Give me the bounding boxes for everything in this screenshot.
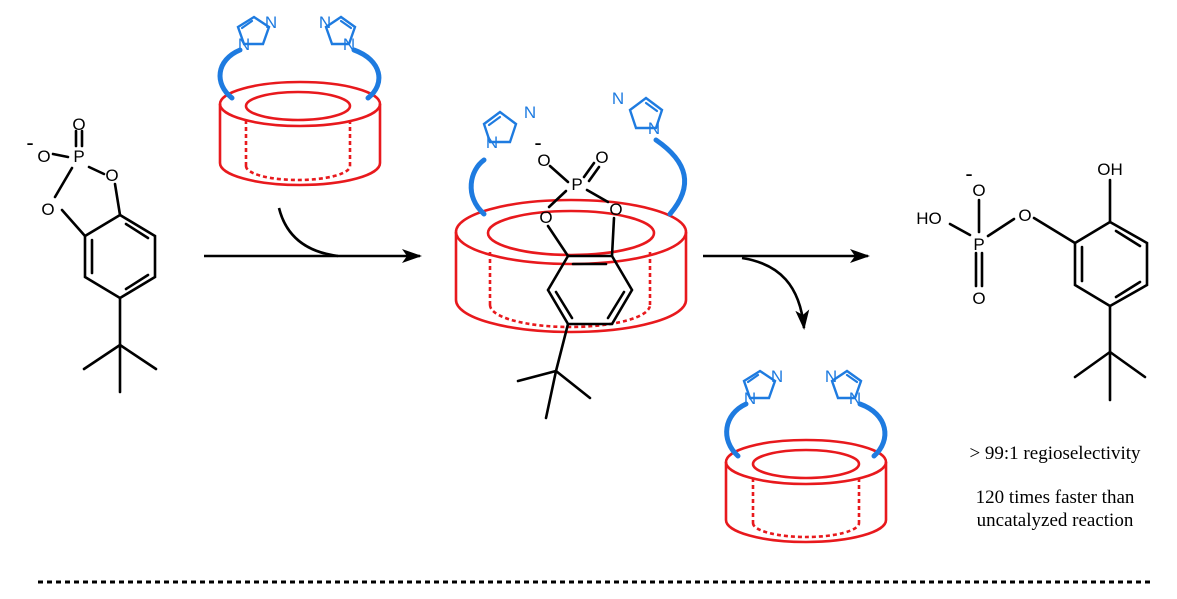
nitrogen-atom: N	[648, 119, 660, 138]
oxygen-atom: O	[1018, 206, 1031, 225]
imidazole-arms	[468, 96, 688, 217]
hydroxyl-group: HO	[916, 209, 942, 228]
oxygen-atom: O	[41, 200, 54, 219]
rate-note-line2: uncatalyzed reaction	[977, 510, 1134, 531]
bound-substrate	[516, 161, 634, 420]
nitrogen-atom: N	[238, 35, 250, 54]
phosphorus-atom: P	[973, 235, 984, 254]
nitrogen-atom: N	[612, 89, 624, 108]
negative-charge: -	[965, 161, 972, 186]
oxygen-atom: O	[537, 151, 550, 170]
oxygen-atom: O	[539, 208, 552, 227]
phosphorus-atom: P	[571, 175, 582, 194]
cyclodextrin-host	[218, 80, 382, 187]
host-guest-complex: P O O - O O N N N N	[454, 89, 688, 420]
nitrogen-atom: N	[771, 367, 783, 386]
oxygen-atom: O	[72, 115, 85, 134]
oxygen-atom: O	[609, 200, 622, 219]
oxygen-atom: O	[595, 148, 608, 167]
rate-note-line1: 120 times faster than	[976, 487, 1135, 508]
catalyst-entry-arrow	[277, 207, 339, 258]
oxygen-atom: O	[37, 147, 50, 166]
regioselectivity-note: > 99:1 regioselectivity	[969, 443, 1141, 464]
imidazole-arms	[724, 369, 888, 459]
cyclodextrin-host	[724, 438, 888, 544]
nitrogen-atom: N	[343, 35, 355, 54]
nitrogen-atom: N	[825, 367, 837, 386]
nitrogen-atom: N	[744, 389, 756, 408]
negative-charge: -	[26, 130, 33, 155]
catalyst-release-arrow	[741, 256, 810, 330]
cyclic-phosphate-substrate	[51, 129, 158, 394]
nitrogen-atom: N	[486, 133, 498, 152]
catalyst-host-top: N N N N	[217, 13, 382, 187]
nitrogen-atom: N	[265, 13, 277, 32]
oxygen-atom: O	[972, 289, 985, 308]
hydroxyl-group: OH	[1097, 160, 1123, 179]
nitrogen-atom: N	[524, 103, 536, 122]
nitrogen-atom: N	[849, 389, 861, 408]
imidazole-arms	[217, 15, 382, 101]
cyclodextrin-host	[454, 198, 688, 334]
nitrogen-atom: N	[319, 13, 331, 32]
oxygen-atom: O	[105, 166, 118, 185]
negative-charge: -	[534, 130, 541, 155]
phosphate-monoester-product	[948, 178, 1149, 402]
catalyst-host-regenerated: N N N N	[724, 367, 888, 544]
oxygen-atom: O	[972, 181, 985, 200]
phosphorus-atom: P	[73, 147, 84, 166]
